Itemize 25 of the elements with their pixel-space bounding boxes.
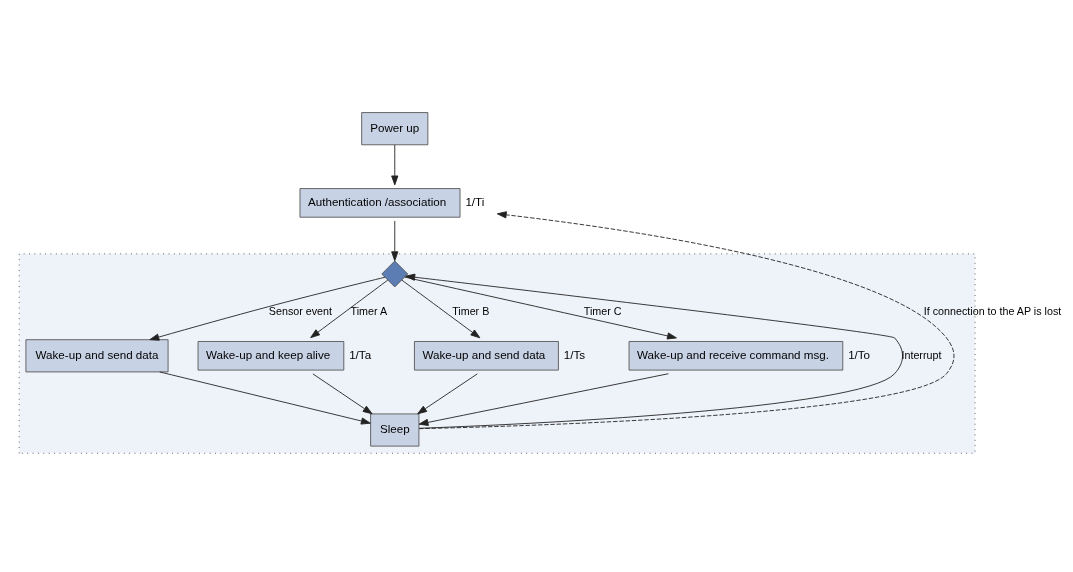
arrow [418, 372, 669, 426]
edge-label: Timer B [452, 304, 490, 317]
arrow [417, 372, 478, 414]
edge-label: Timer A [350, 304, 388, 317]
arrow [404, 276, 677, 339]
arrow [391, 144, 399, 185]
edge-label: If connection to the AP is lost [923, 304, 1062, 317]
arrow [401, 279, 481, 338]
node-label: 1/Ta [349, 347, 372, 361]
node-diamond [381, 260, 409, 287]
edge-label: Sensor event [268, 304, 333, 317]
node-label: 1/Ti [465, 194, 485, 208]
arrow [310, 279, 389, 338]
node-box: Wake-up and send data [25, 338, 169, 372]
arrow [418, 210, 955, 429]
arrow [405, 273, 903, 429]
node-box: Power up [361, 111, 429, 145]
node-label: 1/To [848, 347, 871, 361]
node-label: 1/Ts [563, 347, 586, 361]
arrow [312, 372, 373, 414]
node-box: Sleep [370, 412, 420, 447]
arrow [149, 276, 386, 341]
edge-label: Timer C [583, 304, 622, 317]
arrow [159, 371, 371, 425]
arrow [391, 219, 399, 261]
